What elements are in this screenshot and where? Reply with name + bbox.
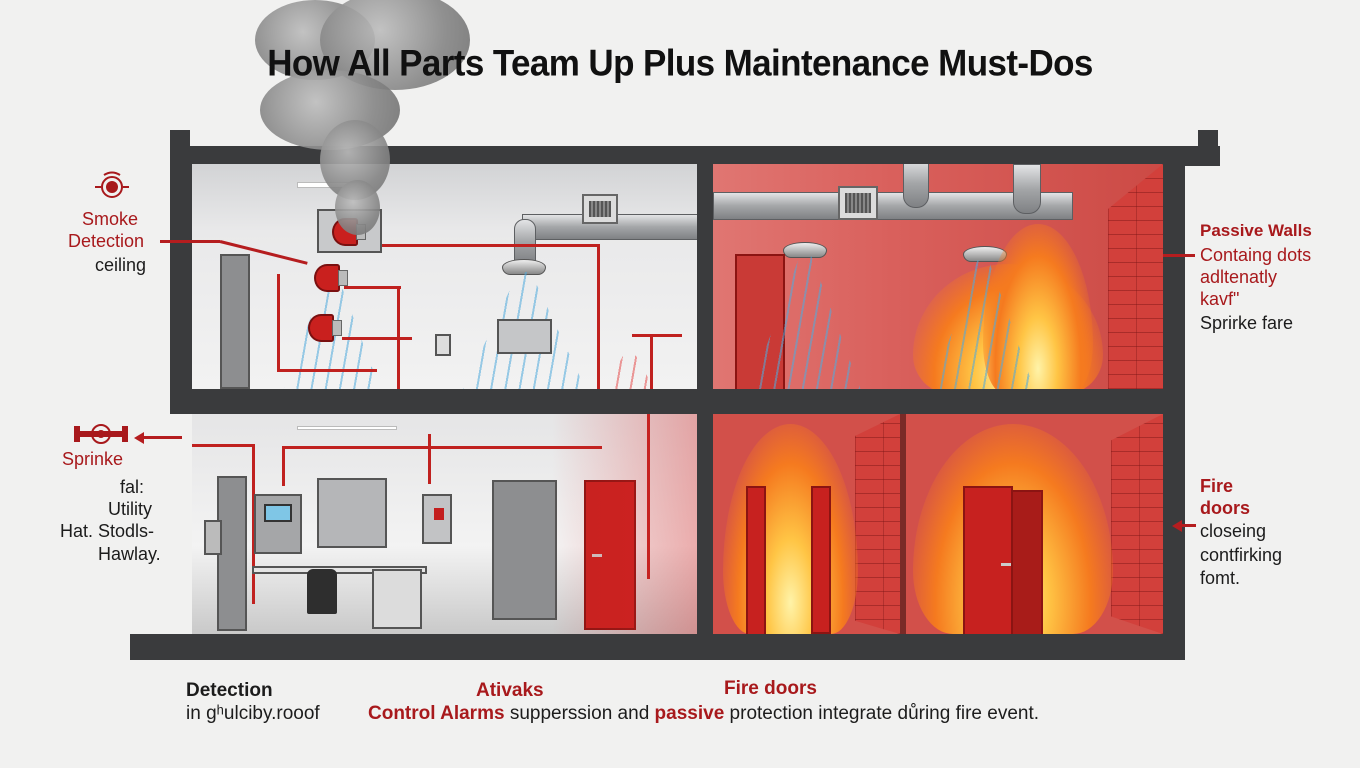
fire-icon xyxy=(723,424,858,634)
sprinkler-line: Hat. Stodls- xyxy=(60,521,155,541)
roof-parapet-right xyxy=(1198,130,1218,166)
callout-leader-line xyxy=(142,436,182,439)
brick-fire-wall xyxy=(1111,414,1163,634)
passive-walls-line-dark: Sprirke fare xyxy=(1200,313,1294,333)
sprinkler-line: fal: xyxy=(120,477,145,497)
annunciator-indicator xyxy=(434,508,444,520)
sprinkler-branch xyxy=(632,334,682,337)
room-bottom-right xyxy=(713,414,1163,634)
passive-walls-line: Containg dots xyxy=(1200,245,1312,265)
caption-summary: Control Alarms supperssion and passive p… xyxy=(368,703,1039,725)
room-top-right xyxy=(713,164,1163,389)
callout-leader-line xyxy=(1180,524,1196,527)
alarm-wiring xyxy=(428,434,431,484)
sprinkler-line: Hawlay. xyxy=(98,544,161,564)
fire-glow xyxy=(552,414,697,634)
hvac-duct-elbow xyxy=(903,164,929,208)
callout-arrow-icon xyxy=(134,432,144,444)
fire-doors-heading-1: Fire xyxy=(1200,476,1234,496)
caption-detection-heading: Detection xyxy=(186,680,273,701)
alarm-wiring xyxy=(342,337,412,340)
hvac-duct-elbow xyxy=(514,219,536,264)
office-chair xyxy=(307,569,337,614)
fire-door xyxy=(963,486,1013,634)
roof-slab xyxy=(170,146,1220,166)
electrical-cabinet xyxy=(317,478,387,548)
passive-walls-line: adltenatly xyxy=(1200,267,1278,287)
smoke-detector-icon xyxy=(95,171,129,198)
fire-door-open xyxy=(811,486,831,634)
caption-summary-text: supperssion and xyxy=(504,703,655,724)
sprinkler-head xyxy=(783,242,827,258)
fire-door-open xyxy=(746,486,766,634)
callout-leader-line xyxy=(1163,254,1195,257)
page-title: How All Parts Team Up Plus Maintenance M… xyxy=(267,43,1093,84)
sprinkler-valve-icon xyxy=(74,424,128,444)
fire-door-frame xyxy=(1011,490,1043,634)
passive-walls-heading: Passive Walls xyxy=(1200,221,1312,240)
door xyxy=(220,254,250,389)
caption-activation-heading: Ativaks xyxy=(476,680,544,701)
alarm-wiring xyxy=(277,274,280,369)
left-exterior-wall-upper xyxy=(170,146,192,396)
brick-fire-wall xyxy=(855,414,900,634)
smoke-detection-heading-1: Smoke xyxy=(82,209,139,229)
caption-summary-control-alarms: Control Alarms xyxy=(368,703,505,724)
alarm-wiring xyxy=(382,244,597,247)
desk-cabinet xyxy=(372,569,422,629)
fire-doors-line: fomt. xyxy=(1200,568,1241,588)
passive-walls-line: kavf" xyxy=(1200,289,1240,309)
electrical-disconnect xyxy=(204,520,222,555)
hvac-duct-elbow xyxy=(1013,164,1041,214)
sprinkler-riser xyxy=(597,244,600,389)
caption-summary-text: protection integrate důring fire event. xyxy=(724,703,1040,724)
callout-leader-line xyxy=(160,240,220,243)
callout-arrow-icon xyxy=(1172,520,1182,532)
alarm-horn-icon xyxy=(308,314,342,342)
room-bottom-left xyxy=(192,414,697,634)
fire-doors-line: contfirking xyxy=(1200,545,1283,565)
desk xyxy=(252,566,427,574)
partition xyxy=(900,414,906,634)
caption-summary-passive: passive xyxy=(654,703,725,724)
alarm-wiring xyxy=(252,444,255,604)
fire-door xyxy=(584,480,636,630)
fire-alarm-control-panel xyxy=(254,494,302,554)
ceiling-light xyxy=(297,426,397,430)
smoke-detection-heading-2: Detection xyxy=(68,231,145,251)
alarm-wiring xyxy=(192,444,252,447)
red-spray xyxy=(602,349,657,389)
fire-doors-heading-2: doors xyxy=(1200,498,1251,518)
pull-station xyxy=(435,334,451,356)
ground-slab xyxy=(130,634,1185,660)
alarm-wiring xyxy=(344,286,401,289)
fire-doors-line: closeing xyxy=(1200,521,1267,541)
building-cross-section xyxy=(130,130,1220,670)
access-panel xyxy=(497,319,552,354)
alarm-wiring xyxy=(277,369,377,372)
middle-floor-slab xyxy=(170,389,1185,414)
alarm-horn-icon xyxy=(314,264,348,292)
caption-fire-doors-heading: Fire doors xyxy=(724,678,817,699)
center-divider-wall xyxy=(697,146,713,646)
brick-fire-wall xyxy=(1108,164,1163,389)
smoke-plume xyxy=(335,180,380,235)
hvac-vent-unit xyxy=(582,194,618,224)
hvac-vent-unit xyxy=(838,186,878,220)
smoke-detection-sub: ceiling xyxy=(95,255,147,275)
sprinkler-riser xyxy=(647,414,650,579)
sprinkler-heading: Sprinke xyxy=(62,449,124,469)
sprinkler-riser xyxy=(650,334,653,389)
room-top-left xyxy=(192,164,697,389)
caption-detection-text: in gʰulciby.rooof xyxy=(186,703,320,724)
control-panel-screen xyxy=(264,504,292,522)
alarm-wiring xyxy=(282,446,285,486)
door xyxy=(492,480,557,620)
alarm-annunciator-panel xyxy=(422,494,452,544)
sprinkler-line: Utility xyxy=(108,499,152,519)
alarm-wiring xyxy=(282,446,602,449)
